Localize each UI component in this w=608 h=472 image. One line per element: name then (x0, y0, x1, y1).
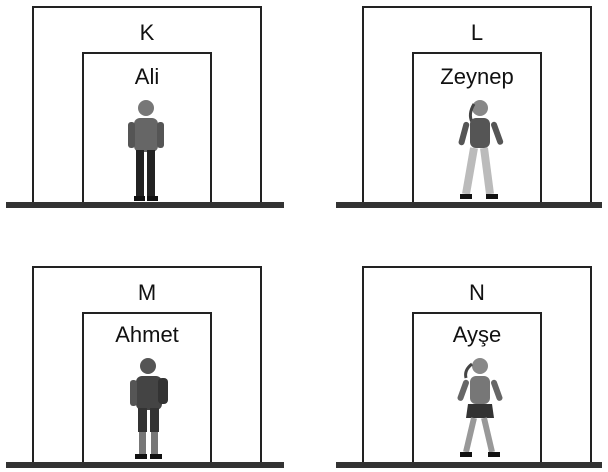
outer-frame: K Ali (32, 6, 262, 204)
door-letter: N (469, 280, 485, 305)
floor-line (6, 462, 284, 468)
person-name: Ayşe (452, 322, 502, 347)
door-letter: M (137, 280, 157, 305)
girl-skirt-walking-figure (457, 358, 503, 457)
boy-backpack-figure (130, 358, 168, 459)
door-letter: K (139, 20, 155, 45)
outer-frame: M Ahmet (32, 266, 262, 464)
floor-line (6, 202, 284, 208)
floor-line (336, 202, 602, 208)
inner-frame: Ayşe (412, 312, 542, 464)
person-name: Zeynep (440, 64, 514, 89)
person-name: Ahmet (115, 322, 179, 347)
boy-standing-figure (128, 100, 164, 201)
floor-line (336, 462, 602, 468)
outer-frame: L Zeynep (362, 6, 592, 204)
outer-frame: N Ayşe (362, 266, 592, 464)
door-letter: L (470, 20, 484, 45)
inner-frame: Ali (82, 52, 212, 204)
girl-walking-figure (458, 100, 504, 199)
inner-frame: Zeynep (412, 52, 542, 204)
inner-frame: Ahmet (82, 312, 212, 464)
person-name: Ali (134, 64, 160, 89)
